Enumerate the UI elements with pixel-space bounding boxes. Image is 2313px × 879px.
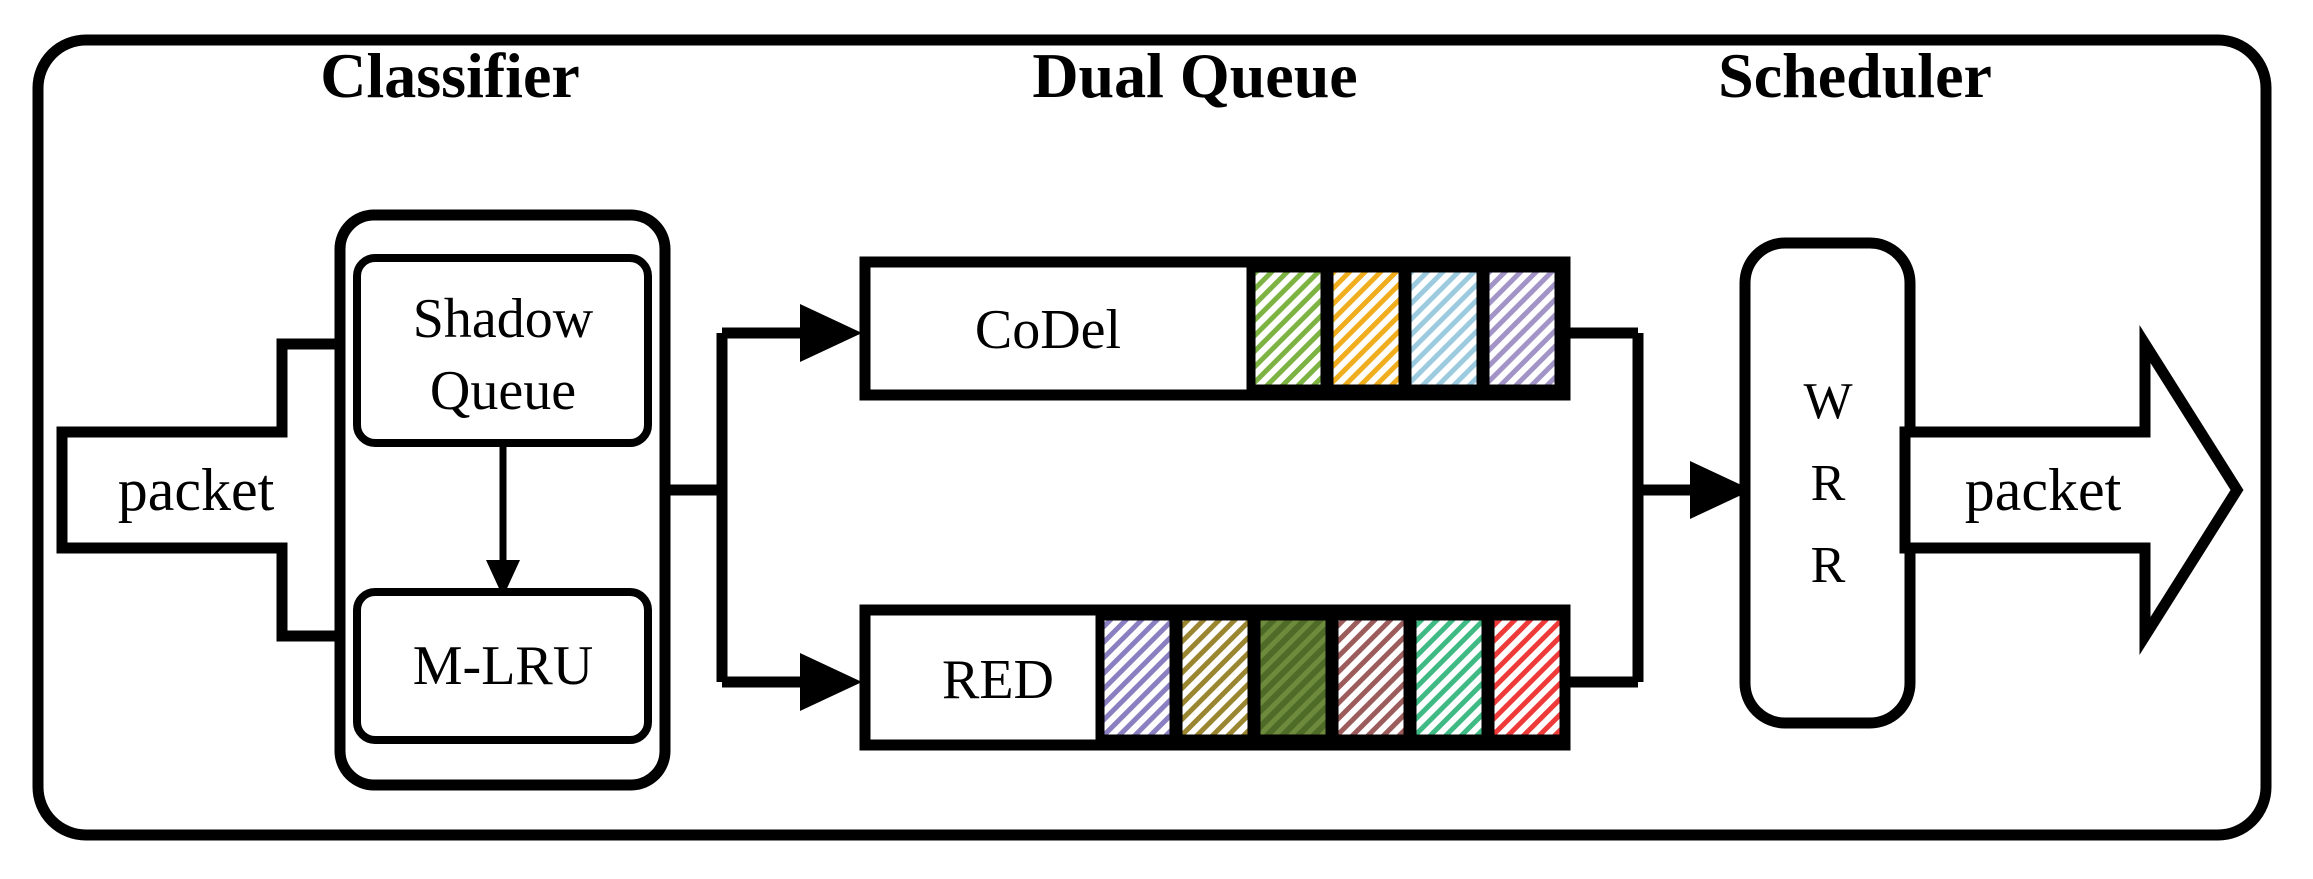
wrr-letter-w: W xyxy=(1803,373,1852,430)
red-packet-cell-1[interactable] xyxy=(1173,611,1257,744)
codel-packet-cell-1[interactable] xyxy=(1324,263,1408,394)
wrr-box[interactable]: W R R xyxy=(1739,237,1916,729)
shadow-queue-label-line1: Shadow xyxy=(413,288,594,350)
section-title-classifier: Classifier xyxy=(320,40,580,111)
input-packet-label: packet xyxy=(118,457,275,523)
wrr-letter-r1: R xyxy=(1811,455,1846,512)
red-packet-cell-4[interactable] xyxy=(1407,611,1491,744)
classifier-to-queues-split xyxy=(665,304,862,711)
output-packet-label: packet xyxy=(1965,457,2122,523)
codel-queue[interactable]: CoDel xyxy=(859,256,1571,401)
mlru-box: M-LRU xyxy=(353,588,652,744)
red-packet-cell-3[interactable] xyxy=(1329,611,1413,744)
red-queue[interactable]: RED xyxy=(859,604,1571,751)
codel-packet-cell-3[interactable] xyxy=(1480,263,1564,394)
codel-queue-label: CoDel xyxy=(975,299,1121,361)
red-packet-cells xyxy=(1095,611,1569,744)
section-title-scheduler: Scheduler xyxy=(1718,40,1992,111)
codel-packet-cells xyxy=(1246,263,1564,394)
codel-packet-cell-0[interactable] xyxy=(1246,263,1330,394)
section-title-dual-queue: Dual Queue xyxy=(1032,40,1357,111)
arrow-to-codel xyxy=(800,304,862,362)
red-packet-cell-0[interactable] xyxy=(1095,611,1179,744)
red-queue-label: RED xyxy=(942,649,1054,711)
arrow-to-red xyxy=(800,653,862,711)
shadow-queue-box: Shadow Queue xyxy=(353,254,652,447)
input-packet-arrow: packet xyxy=(56,338,431,642)
shadow-to-mlru-arrow xyxy=(486,443,520,597)
arrow-to-wrr xyxy=(1690,461,1752,519)
shadow-queue-label-line2: Queue xyxy=(430,360,576,422)
queues-to-wrr-merge xyxy=(1565,327,1752,688)
codel-packet-cell-2[interactable] xyxy=(1402,263,1486,394)
mlru-label: M-LRU xyxy=(413,635,593,697)
red-packet-cell-2[interactable] xyxy=(1251,611,1335,744)
outer-frame xyxy=(32,34,2272,841)
output-packet-arrow: packet xyxy=(1899,324,2244,656)
red-packet-cell-5[interactable] xyxy=(1485,611,1569,744)
wrr-letter-r2: R xyxy=(1811,537,1846,594)
